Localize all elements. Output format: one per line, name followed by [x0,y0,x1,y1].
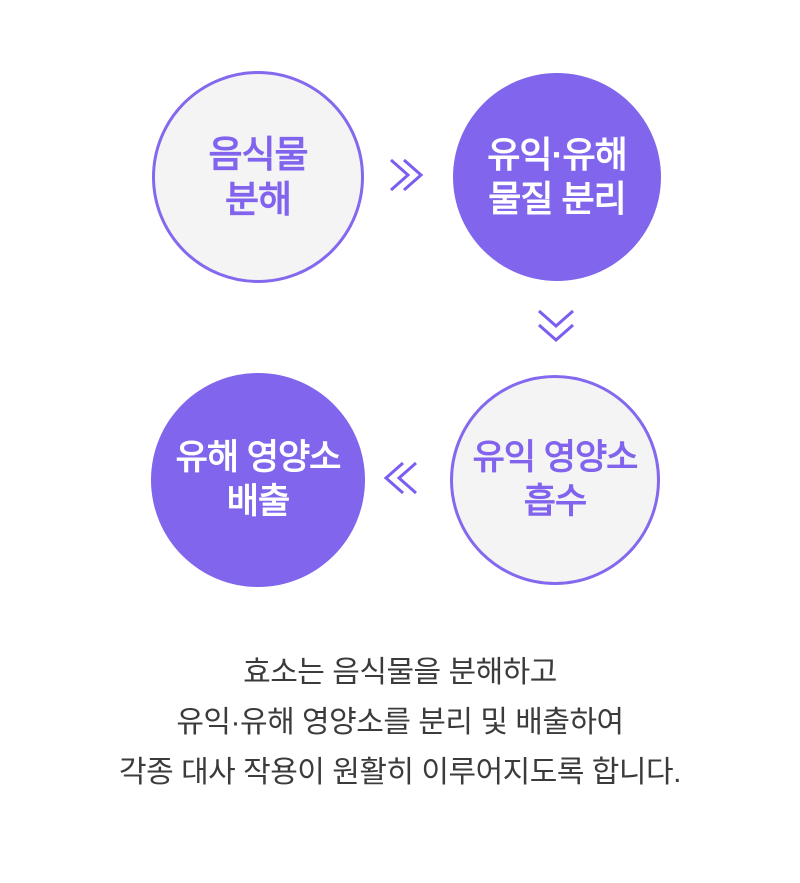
double-chevron-left-icon [382,456,422,500]
caption-line: 효소는 음식물을 분해하고 [243,656,557,689]
flow-step-label-line1: 유해 영양소 [175,437,342,477]
double-chevron-down-icon [536,307,576,345]
flow-step-label-line1: 유익 영양소 [472,437,639,477]
caption-line: 각종 대사 작용이 원활히 이루어지도록 합니다. [119,756,681,789]
flow-step-substance-separation: 유익·유해 물질 분리 [453,73,661,281]
flow-step-label-line2: 물질 분리 [488,178,626,219]
flow-step-food-breakdown: 음식물 분해 [152,71,364,283]
flow-step-label-line2: 흡수 [523,482,587,521]
diagram-caption: 효소는 음식물을 분해하고 유익·유해 영양소를 분리 및 배출하여 각종 대사… [0,648,800,798]
flow-step-label-line2: 분해 [224,179,292,220]
caption-line: 유익·유해 영양소를 분리 및 배출하여 [176,706,624,739]
flow-step-label-line1: 음식물 [208,133,308,175]
flow-step-nutrient-excretion: 유해 영양소 배출 [151,373,365,587]
flow-step-label-line2: 배출 [226,482,290,521]
flow-step-label-line1: 유익·유해 [487,134,627,176]
double-chevron-right-icon [385,153,425,197]
flow-step-nutrient-absorption: 유익 영양소 흡수 [450,375,660,585]
